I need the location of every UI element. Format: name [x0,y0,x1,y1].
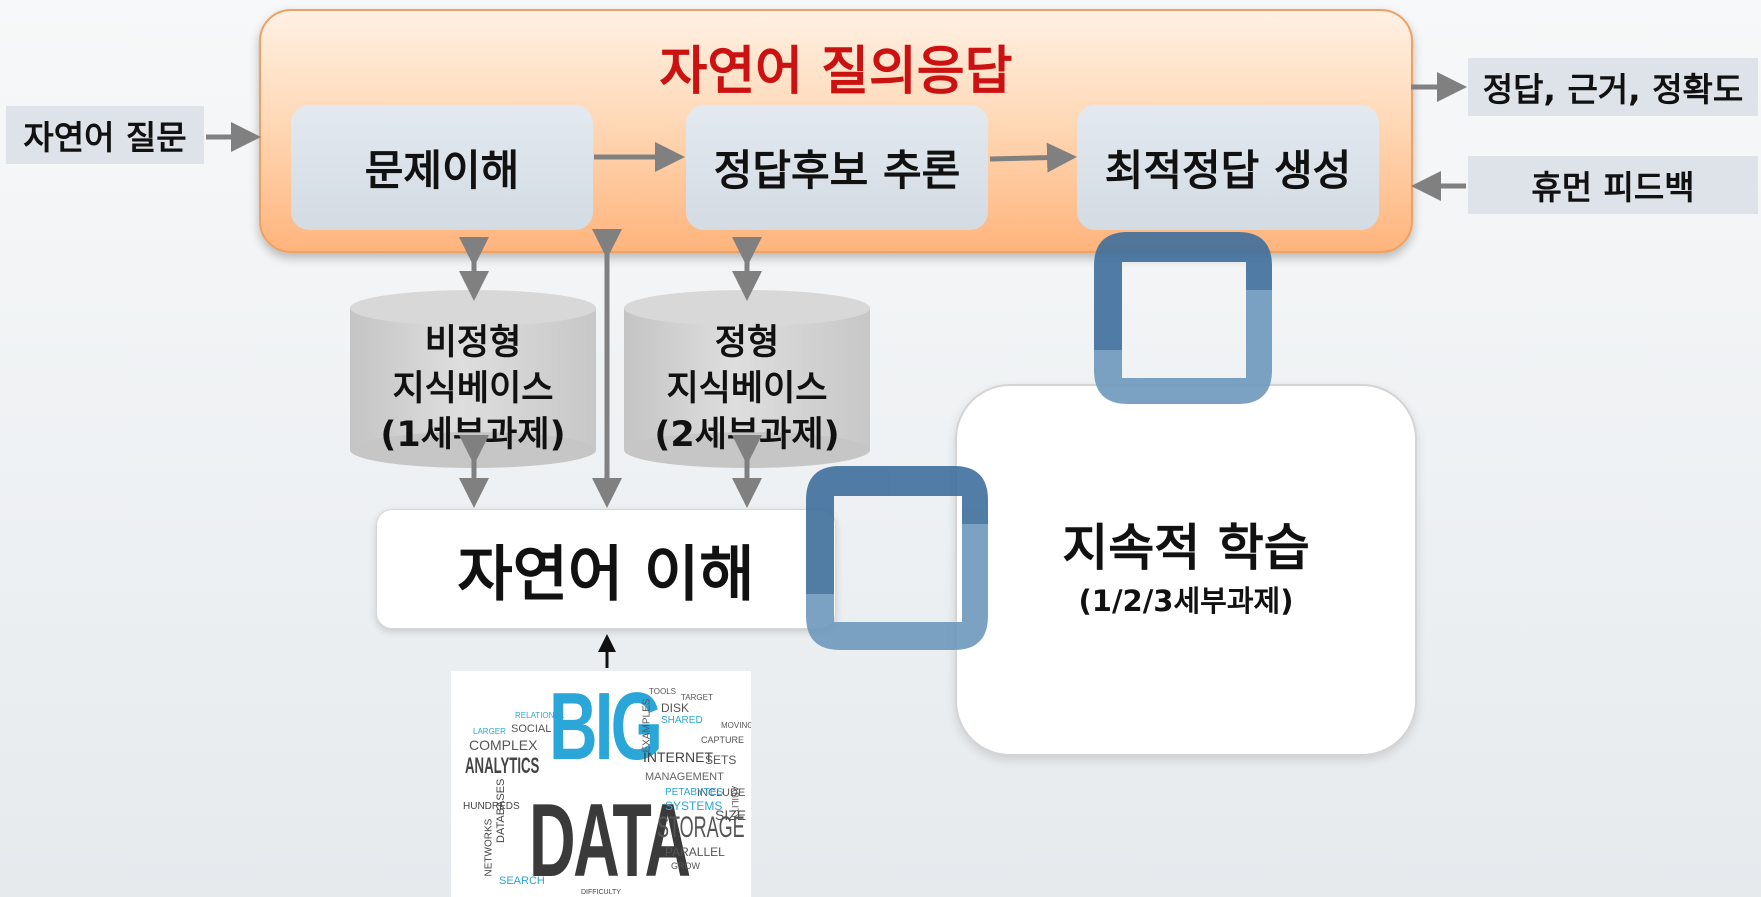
bigdata-word: CAPTURE [701,735,745,745]
bigdata-word: SEARCH [499,875,545,887]
bigdata-word: INTERNET [643,749,713,765]
structured-kb-line1: 정형 [714,323,780,363]
bigdata-word: LARGER [473,727,506,736]
human-feedback-label: 휴먼 피드백 [1531,168,1695,207]
arrow-step2-to-step3 [989,142,1077,173]
bigdata-word: INCLUDE [697,787,746,799]
bigdata-word: RELATIONAL [515,711,565,720]
step-label: 정답후보 추론 [713,146,961,195]
unstructured-kb-line1: 비정형 [424,323,522,363]
bigdata-word: TARGET [681,693,713,702]
bigdata-word: PARALLEL [665,845,725,859]
step-candidate-inference: 정답후보 추론 [686,105,988,230]
bigdata-word: STORAGE [657,811,745,844]
continuous-learning-box: 지속적 학습 (1/2/3세부과제) [955,384,1417,756]
structured-kb-line2: 지식베이스 [666,369,828,409]
bigdata-big-word: BIG [549,673,663,780]
bigdata-word: GROW [671,861,700,871]
bigdata-word: TOOLS [649,687,676,696]
bigdata-word: COMPLEX [469,737,538,753]
bigdata-word: MANAGEMENT [645,771,724,783]
step-problem-understanding: 문제이해 [291,105,593,230]
bigdata-word: HUNDREDS [463,801,520,812]
cycle-icon-upper [1094,232,1272,404]
bigdata-word: ANALYTICS [465,753,540,778]
qa-system-box: 자연어 질의응답 문제이해 정답후보 추론 최적정답 생성 [259,9,1413,253]
bigdata-word: SOCIAL [511,723,552,735]
answer-output-label: 정답, 근거, 정확도 [1482,70,1744,109]
continuous-learning-title: 지속적 학습 [1062,519,1310,577]
cycle-icon-lower [806,466,988,650]
bigdata-word: DIFFICULTY [581,889,621,896]
step-label: 문제이해 [364,146,520,195]
bigdata-word: EXAMPLES [641,698,653,753]
nlu-box: 자연어 이해 [376,509,836,629]
bigdata-word: MOVING [721,721,751,730]
answer-output-box: 정답, 근거, 정확도 [1468,58,1758,116]
qa-system-title: 자연어 질의응답 [659,42,1013,102]
bigdata-word: PETABYTES [665,787,724,798]
natural-language-question-label: 자연어 질문 [23,118,187,157]
nlu-label: 자연어 이해 [457,539,755,610]
unstructured-kb-line2: 지식베이스 [392,369,554,409]
bigdata-word: DISK [661,701,690,715]
bigdata-word: ABILITY [730,786,740,820]
continuous-learning-subtitle: (1/2/3세부과제) [1078,584,1294,618]
structured-kb-cylinder: 정형 지식베이스 (2세부과제) [624,290,870,470]
bigdata-data-word: DATA [529,783,691,897]
big-data-wordcloud-image: BIG DATA ANALYTICS COMPLEX SOCIAL INTERN… [451,671,751,897]
bigdata-word: NETWORKS [483,818,495,877]
bigdata-word: SHARED [661,715,703,726]
bigdata-word: SIZE [715,807,747,823]
natural-language-question-box: 자연어 질문 [6,106,204,164]
bigdata-word: SYSTEMS [665,799,723,813]
step-optimal-answer-generation: 최적정답 생성 [1077,105,1379,230]
bigdata-word: SETS [705,753,737,767]
step-label: 최적정답 생성 [1104,146,1352,195]
human-feedback-box: 휴먼 피드백 [1468,156,1758,214]
